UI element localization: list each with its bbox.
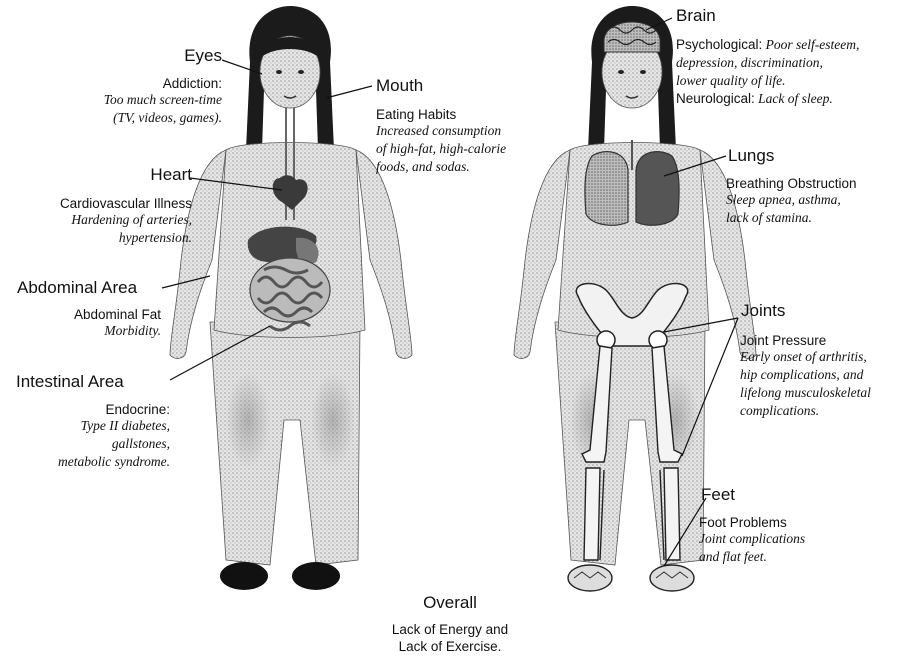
left-shoe-left (220, 562, 268, 590)
eyes-label-group: Eyes (184, 46, 222, 66)
mouth-line-3: foods, and sodas. (376, 158, 506, 176)
intestinal-title: Intestinal Area (16, 372, 124, 392)
overall-line-2: Lack of Exercise. (360, 638, 540, 655)
joints-label-group: Joints (741, 301, 785, 321)
feet-title: Feet (701, 485, 735, 505)
feet-line-2: and flat feet. (699, 548, 805, 566)
right-lung-left (585, 152, 628, 226)
feet-detail-group: Foot Problems Joint complications and fl… (699, 515, 805, 566)
right-lung-right (636, 152, 679, 226)
joints-line-4: complications. (740, 402, 871, 420)
lungs-subtitle: Breathing Obstruction (726, 176, 857, 191)
mouth-label-group: Mouth (376, 76, 423, 96)
mouth-title: Mouth (376, 76, 423, 96)
heart-label-group: Heart (150, 165, 192, 185)
heart-line-1: Hardening of arteries, (60, 211, 192, 229)
heart-detail-group: Cardiovascular Illness Hardening of arte… (60, 196, 192, 247)
mouth-detail-group: Eating Habits Increased consumption of h… (376, 107, 506, 176)
overall-group: Overall Lack of Energy and Lack of Exerc… (360, 593, 540, 655)
intestinal-detail-group: Endocrine: Type II diabetes, gallstones,… (58, 402, 170, 471)
overall-line-1: Lack of Energy and (360, 621, 540, 638)
abdominal-line-1: Morbidity. (74, 322, 161, 340)
feet-label-group: Feet (701, 485, 735, 505)
mouth-line-1: Increased consumption (376, 122, 506, 140)
eyes-subtitle: Addiction: (104, 76, 222, 91)
left-shoe-right (292, 562, 340, 590)
brain-neuro-label: Neurological: (676, 91, 755, 106)
brain-psych-label: Psychological: (676, 37, 762, 52)
joints-title: Joints (741, 301, 785, 321)
intestinal-line-3: metabolic syndrome. (58, 453, 170, 471)
brain-label-group: Brain (676, 6, 716, 26)
lungs-title: Lungs (728, 146, 774, 166)
intestinal-line-2: gallstones, (58, 435, 170, 453)
abdominal-detail-group: Abdominal Fat Morbidity. (74, 307, 161, 340)
brain-neuro-text: Lack of sleep. (758, 91, 833, 106)
overall-title: Overall (360, 593, 540, 613)
brain-line-1: depression, discrimination, (676, 54, 859, 72)
joints-line-1: Early onset of arthritis, (740, 348, 871, 366)
joints-line-3: lifelong musculoskeletal (740, 384, 871, 402)
eyes-detail-group: Addiction: Too much screen-time (TV, vid… (104, 76, 222, 127)
mouth-leader (326, 86, 372, 98)
brain-line-2: lower quality of life. (676, 72, 859, 90)
mouth-line-2: of high-fat, high-calorie (376, 140, 506, 158)
eyes-line-1: Too much screen-time (104, 91, 222, 109)
lungs-line-2: lack of stamina. (726, 209, 857, 227)
joints-detail-group: Joint Pressure Early onset of arthritis,… (740, 333, 871, 420)
heart-line-2: hypertension. (60, 229, 192, 247)
feet-subtitle: Foot Problems (699, 515, 805, 530)
heart-subtitle: Cardiovascular Illness (60, 196, 192, 211)
brain-psych-first: Poor self-esteem, (766, 37, 860, 52)
abdominal-subtitle: Abdominal Fat (74, 307, 161, 322)
intestinal-line-1: Type II diabetes, (58, 417, 170, 435)
abdominal-label-group: Abdominal Area (17, 278, 137, 298)
brain-title: Brain (676, 6, 716, 26)
mouth-subtitle: Eating Habits (376, 107, 506, 122)
eyes-line-2: (TV, videos, games). (104, 109, 222, 127)
intestinal-label-group: Intestinal Area (16, 372, 124, 392)
lungs-line-1: Sleep apnea, asthma, (726, 191, 857, 209)
eyes-title: Eyes (184, 46, 222, 66)
intestinal-subtitle: Endocrine: (58, 402, 170, 417)
abdominal-title: Abdominal Area (17, 278, 137, 298)
heart-title: Heart (150, 165, 192, 185)
joints-line-2: hip complications, and (740, 366, 871, 384)
joints-subtitle: Joint Pressure (740, 333, 871, 348)
brain-detail-group: Psychological: Poor self-esteem, depress… (676, 36, 859, 108)
lungs-detail-group: Breathing Obstruction Sleep apnea, asthm… (726, 176, 857, 227)
right-brain (604, 22, 660, 52)
lungs-label-group: Lungs (728, 146, 774, 166)
right-torso (558, 143, 709, 338)
feet-line-1: Joint complications (699, 530, 805, 548)
